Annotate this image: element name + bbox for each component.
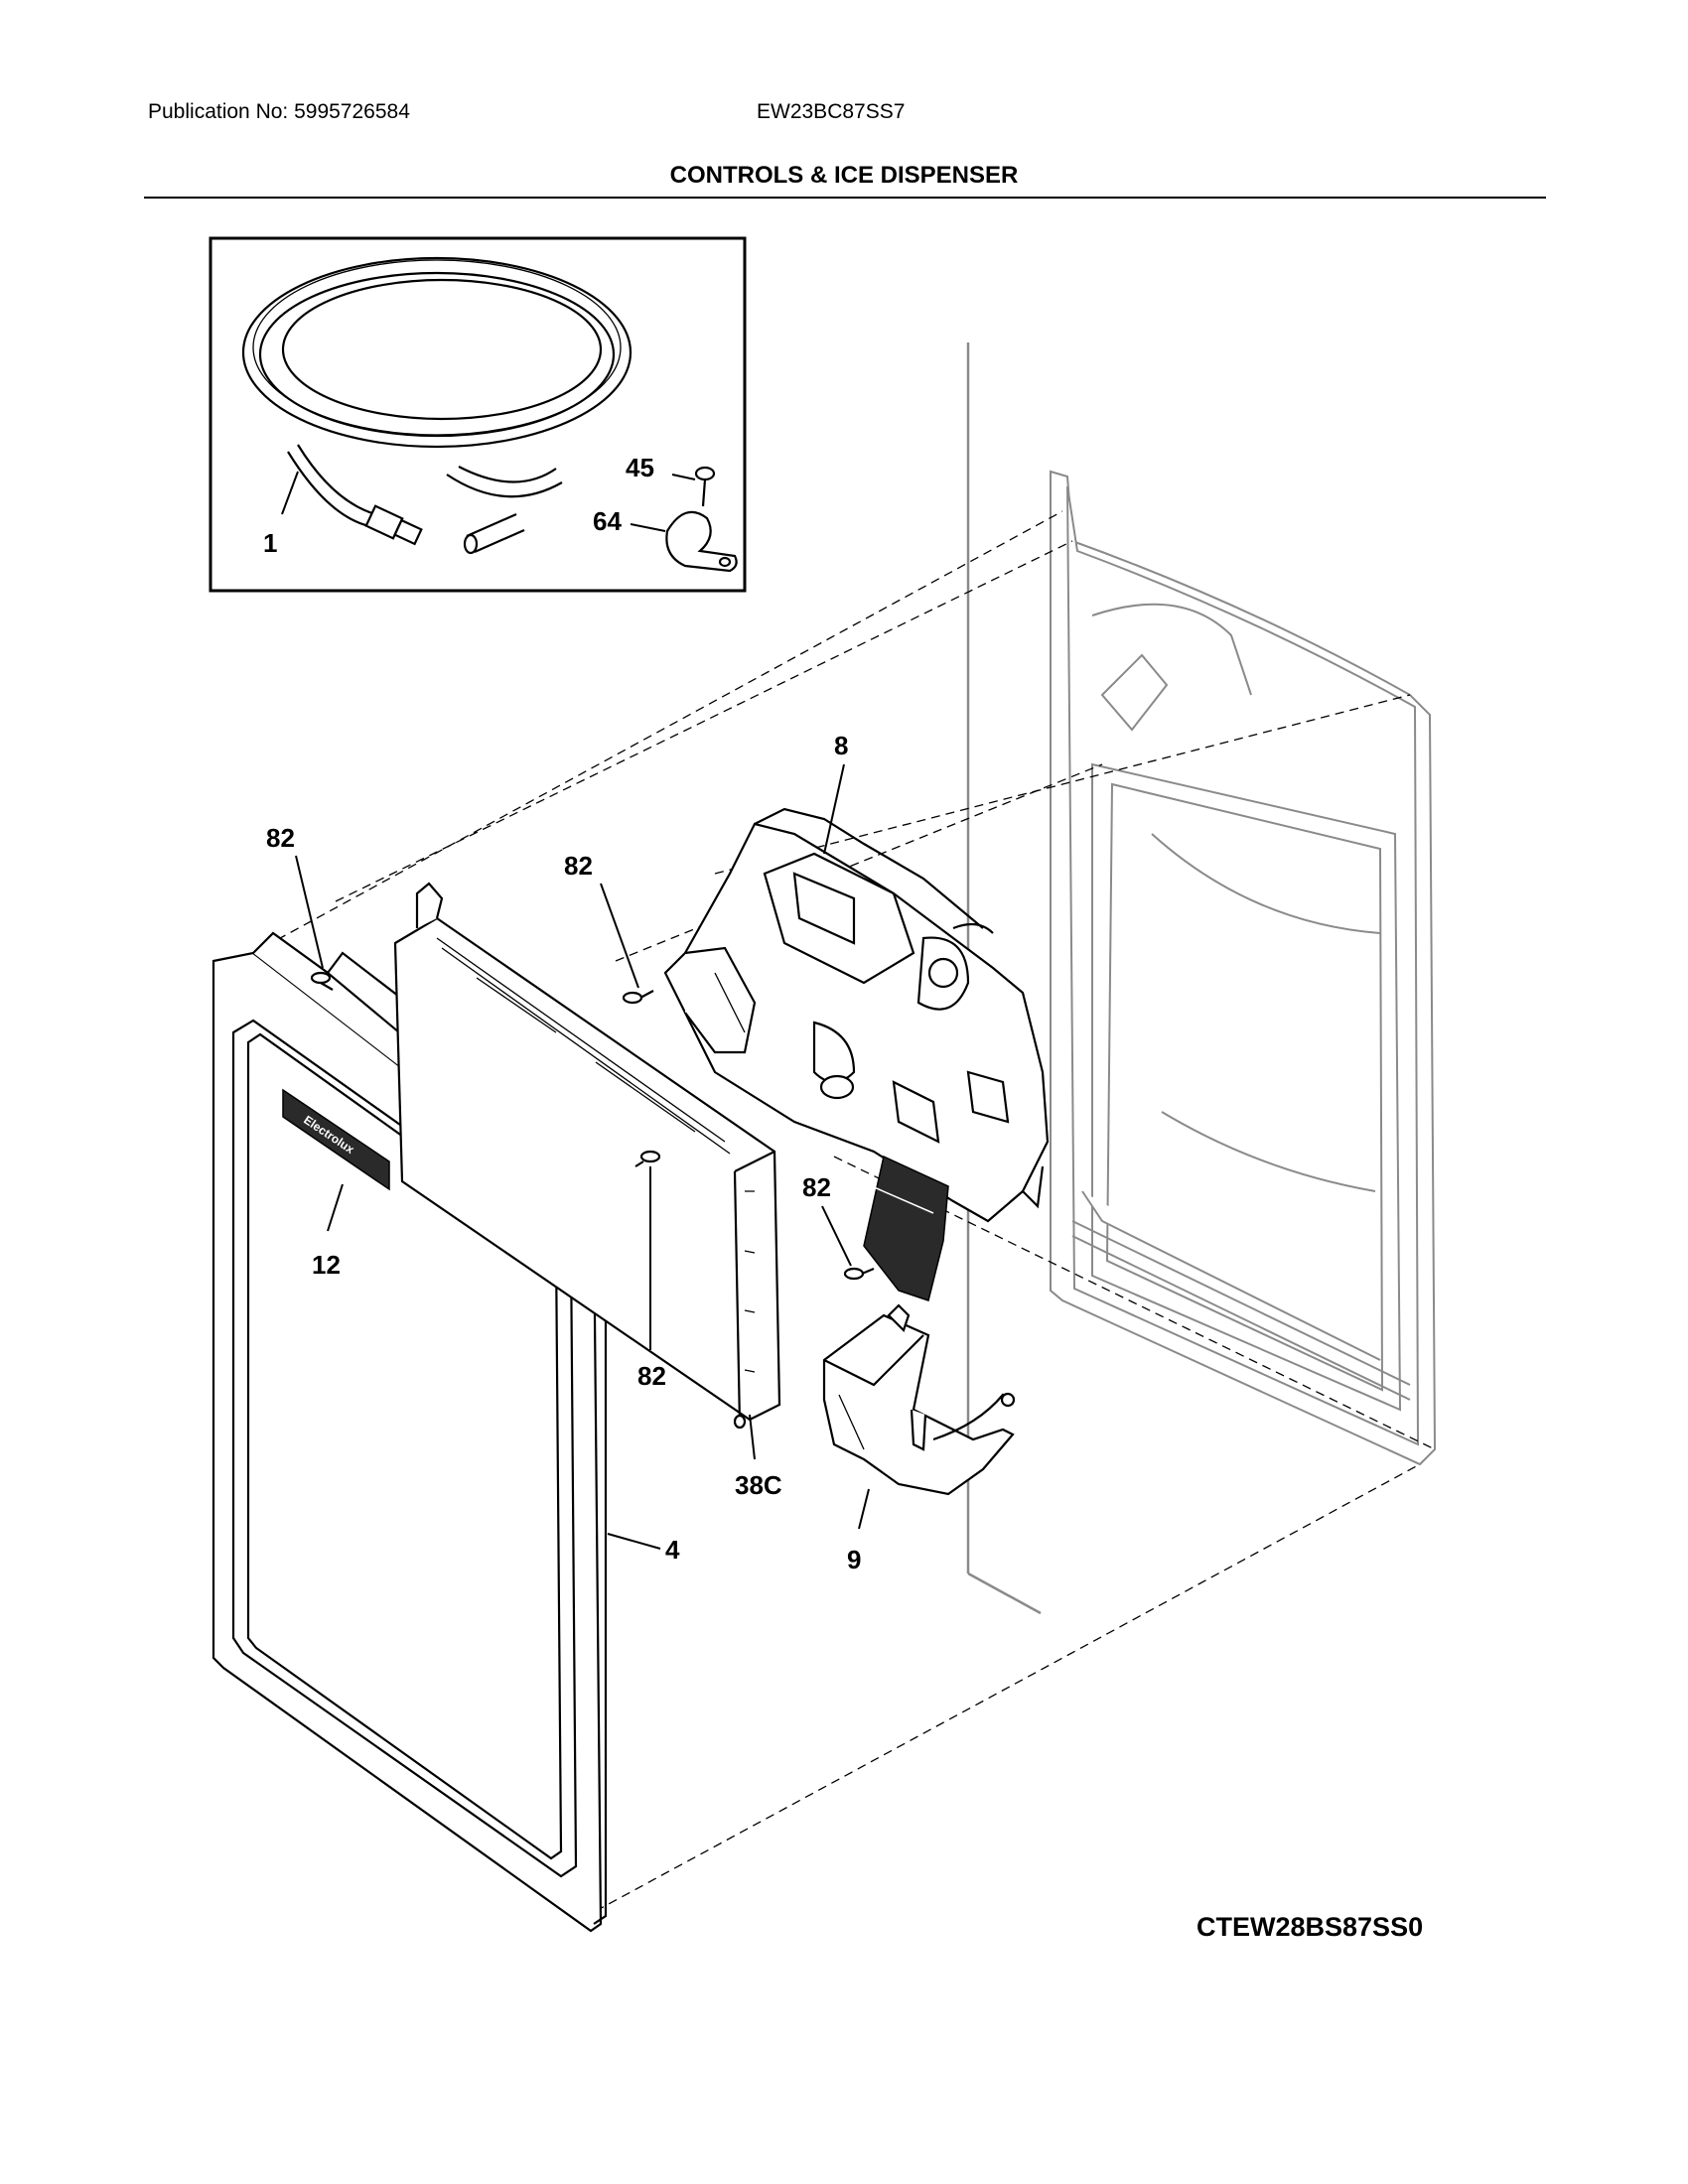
page-title: CONTROLS & ICE DISPENSER: [669, 162, 1019, 189]
leader-45: [671, 474, 696, 480]
callout-8: 8: [834, 731, 848, 760]
diagram-code: CTEW28BS87SS0: [1196, 1912, 1423, 1942]
screw-board: [634, 1150, 661, 1167]
actuator-housing: [663, 807, 1050, 1301]
inset-box: [209, 236, 747, 593]
leader-lines: [295, 763, 870, 1550]
dispenser-cavity-housing: [966, 342, 1437, 1615]
control-board: [393, 882, 781, 1430]
inset-screw: [694, 466, 716, 507]
callout-9: 9: [847, 1545, 861, 1574]
callout-64: 64: [593, 506, 622, 536]
callout-82-right: 82: [802, 1172, 831, 1202]
screw-left: [310, 971, 334, 991]
callout-12: 12: [312, 1250, 341, 1280]
callout-82-mid: 82: [564, 851, 593, 881]
publication-number: Publication No: 5995726584: [148, 100, 410, 123]
callout-1: 1: [263, 528, 277, 558]
leader-64: [630, 523, 666, 532]
chute-funnel: [822, 1303, 1016, 1496]
callout-82-left: 82: [266, 823, 295, 853]
leader-1: [281, 471, 299, 515]
callout-45: 45: [626, 453, 654, 482]
alignment-lines: [237, 510, 1436, 1912]
screw-mid: [622, 990, 654, 1005]
model-number: EW23BC87SS7: [757, 100, 906, 123]
callout-38c: 38C: [735, 1470, 782, 1500]
header-divider: [144, 197, 1546, 199]
tube-clamp: [665, 510, 738, 573]
water-tubing-coil: [241, 256, 633, 555]
callout-4: 4: [665, 1535, 680, 1565]
screw-right: [843, 1267, 875, 1281]
callout-82-board: 82: [637, 1361, 666, 1391]
